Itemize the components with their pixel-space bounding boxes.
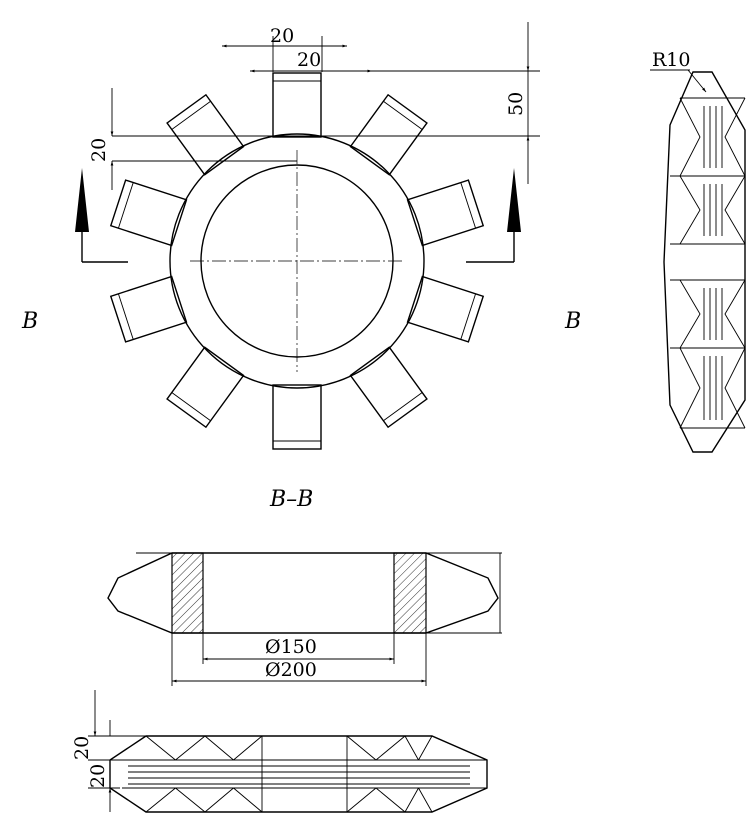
dim-bottom-20a-text: 20 — [71, 736, 93, 760]
side-rib — [679, 175, 746, 245]
dim-radius: R10 — [650, 49, 707, 93]
dim-bottom-20b-text: 20 — [87, 764, 109, 788]
side-rib — [679, 97, 746, 177]
bottom-outline — [109, 735, 488, 813]
gear-tooth — [349, 346, 428, 429]
gear-tooth — [406, 179, 485, 247]
side-outline — [663, 71, 746, 453]
gear-tooth — [109, 179, 188, 247]
section-arrow-left — [75, 168, 128, 263]
outer-ring — [169, 133, 425, 389]
dim-top-width-1-text: 20 — [270, 25, 294, 47]
dim-dia150-text: Ø150 — [265, 636, 317, 658]
gear-teeth — [109, 72, 485, 450]
dim-top-width-2: 20 — [250, 49, 372, 73]
side-view: R10 — [650, 49, 746, 453]
gear-tooth — [272, 72, 322, 138]
gear-tooth — [349, 93, 428, 176]
dim-height-50-text: 50 — [505, 92, 527, 116]
section-arrow-right — [466, 168, 521, 263]
dim-top-width-2-text: 20 — [297, 49, 321, 71]
bottom-rib — [204, 735, 263, 813]
dim-height-50: 50 — [112, 22, 540, 184]
section-title: B–B — [269, 487, 313, 512]
bottom-rib — [404, 735, 433, 813]
label-section-right: B — [564, 309, 581, 334]
gear-tooth — [166, 346, 245, 429]
section-view: Ø150 Ø200 — [107, 552, 502, 686]
side-rib — [679, 347, 746, 429]
hatch-right — [393, 552, 427, 634]
dim-height-20: 20 — [88, 88, 297, 190]
dim-dia200-text: Ø200 — [265, 659, 317, 681]
dim-top-width-1: 20 — [222, 25, 347, 72]
bottom-rib — [346, 735, 406, 813]
hatch-left — [171, 552, 204, 634]
bottom-view: 20 20 — [71, 690, 488, 813]
gear-tooth — [166, 93, 245, 176]
gear-tooth — [272, 384, 322, 450]
bottom-rib — [145, 735, 206, 813]
front-view: 20 20 50 20 — [21, 22, 581, 450]
dim-radius-text: R10 — [652, 49, 690, 71]
label-section-left: B — [21, 309, 38, 334]
section-outline — [107, 552, 499, 634]
dim-height-20-text: 20 — [88, 138, 110, 162]
side-rib — [679, 279, 746, 349]
gear-tooth — [406, 275, 485, 343]
gear-tooth — [109, 275, 188, 343]
